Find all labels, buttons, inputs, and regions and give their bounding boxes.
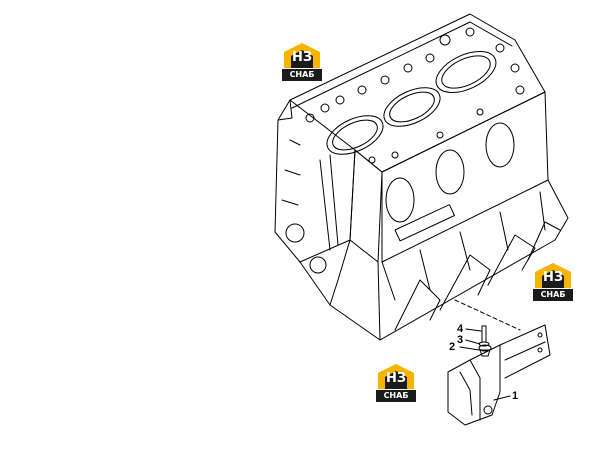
brand-logo: НЗ СНАБ — [376, 363, 416, 403]
engine-block — [274, 13, 569, 341]
logo-caption: СНАБ — [533, 289, 573, 301]
logo-caption: СНАБ — [376, 390, 416, 402]
leader-line — [454, 299, 521, 331]
deck-holes — [305, 27, 525, 164]
callout-leaders — [459, 328, 511, 401]
fasteners — [478, 325, 492, 357]
callout-3: 3 — [457, 334, 464, 346]
house-icon — [535, 263, 571, 288]
brand-logo: НЗ СНАБ — [533, 262, 573, 302]
callout-1: 1 — [512, 390, 519, 402]
logo-mark: НЗ — [386, 371, 407, 386]
logo-caption: СНАБ — [282, 69, 322, 81]
brand-logo: НЗ СНАБ — [282, 42, 322, 82]
callout-2: 2 — [449, 341, 456, 353]
logo-mark: НЗ — [292, 50, 313, 65]
logo-mark: НЗ — [543, 270, 564, 285]
bracket-part — [447, 324, 551, 426]
callout-4: 4 — [457, 323, 464, 335]
house-icon — [378, 364, 414, 389]
cylinder-bores — [326, 50, 497, 155]
house-icon — [284, 43, 320, 68]
